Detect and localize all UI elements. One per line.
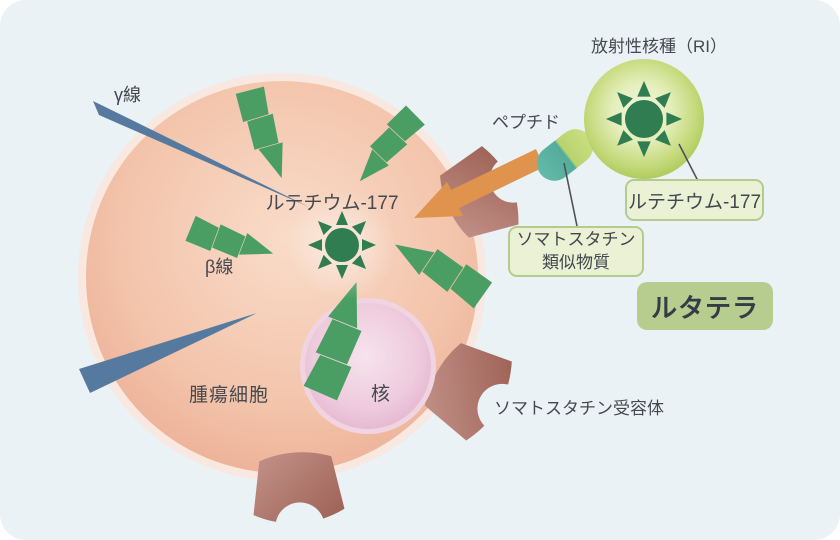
gamma-ray-label: γ線	[114, 85, 141, 105]
nucleus-label: 核	[371, 384, 391, 405]
gamma-beam-icon-upper	[93, 101, 309, 207]
sunburst-icon-cell	[308, 211, 376, 279]
gamma-beam-icon-lower	[79, 313, 257, 393]
sunburst-icon-ball	[605, 80, 683, 158]
lutetium-callout-box: ルテチウム-177	[625, 179, 764, 221]
leader-line-analog	[563, 162, 578, 227]
product-name-box: ルタテラ	[637, 282, 773, 330]
capsule-icon	[536, 129, 594, 181]
radionuclide-label: 放射性核種（RI）	[591, 37, 727, 56]
receptor-claw-icon-bottom	[249, 449, 345, 526]
lutetium-in-cell-label: ルテチウム-177	[265, 193, 399, 214]
product-name-text: ルタテラ	[650, 292, 759, 323]
lutetium-callout-text: ルテチウム-177	[627, 191, 762, 213]
analog-callout-line2: 類似物質	[542, 252, 610, 272]
leader-line-lutetium	[678, 143, 699, 182]
analog-callout-box: ソマトスタチン 類似物質	[508, 226, 644, 277]
tumor-cell-label: 腫瘍細胞	[189, 385, 270, 406]
binding-arrow-icon	[414, 149, 544, 218]
gamma-beams	[79, 101, 309, 393]
analog-callout-line1: ソマトスタチン	[516, 230, 636, 250]
tumor-cell-circle	[86, 81, 478, 473]
peptide-label: ペプチド	[492, 113, 560, 132]
somatostatin-receptor-label: ソマトスタチン受容体	[494, 399, 664, 418]
beta-ray-label: β線	[205, 257, 234, 277]
